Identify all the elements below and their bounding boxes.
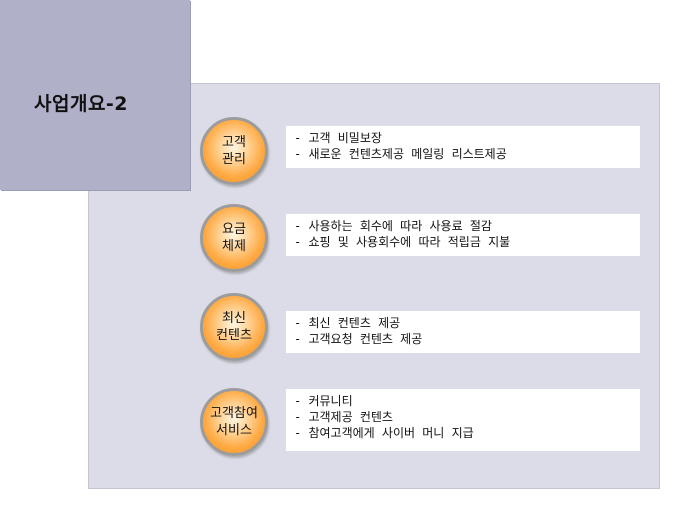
detail-line: - 사용하는 회수에 따라 사용료 절감	[294, 219, 492, 233]
detail-box-pricing: - 사용하는 회수에 따라 사용료 절감 - 쇼핑 및 사용회수에 따라 적립금…	[286, 214, 640, 256]
detail-line: - 커뮤니티	[294, 394, 353, 408]
detail-box-customer-management: - 고객 비밀보장 - 새로운 컨텐츠제공 메일링 리스트제공	[286, 126, 640, 168]
detail-line: - 참여고객에게 사이버 머니 지급	[294, 426, 474, 440]
badge-label-line: 컨텐츠	[216, 328, 252, 343]
badge-label-line: 고객참여	[210, 406, 258, 421]
badge-label-line: 체제	[222, 239, 246, 254]
badge-label-line: 서비스	[216, 423, 252, 438]
badge-label-line: 관리	[222, 152, 246, 167]
detail-line: - 고객 비밀보장	[294, 131, 382, 145]
detail-box-latest-content: - 최신 컨텐츠 제공 - 고객요청 컨텐츠 제공	[286, 311, 640, 353]
badge-latest-content: 최신 컨텐츠	[200, 293, 268, 361]
detail-line: - 쇼핑 및 사용회수에 따라 적립금 지불	[294, 235, 511, 249]
badge-customer-participation: 고객참여 서비스	[200, 388, 268, 456]
detail-line: - 고객제공 컨텐츠	[294, 410, 393, 424]
title-block: 사업개요-2	[0, 0, 190, 190]
detail-box-customer-participation: - 커뮤니티 - 고객제공 컨텐츠 - 참여고객에게 사이버 머니 지급	[286, 389, 640, 451]
page-title: 사업개요-2	[34, 93, 129, 115]
badge-label-line: 최신	[222, 311, 246, 326]
badge-label-line: 요금	[222, 222, 246, 237]
badge-label-line: 고객	[222, 135, 246, 150]
detail-line: - 새로운 컨텐츠제공 메일링 리스트제공	[294, 147, 507, 161]
detail-line: - 고객요청 컨텐츠 제공	[294, 332, 423, 346]
detail-line: - 최신 컨텐츠 제공	[294, 316, 401, 330]
badge-pricing: 요금 체제	[200, 204, 268, 272]
badge-customer-management: 고객 관리	[200, 117, 268, 185]
